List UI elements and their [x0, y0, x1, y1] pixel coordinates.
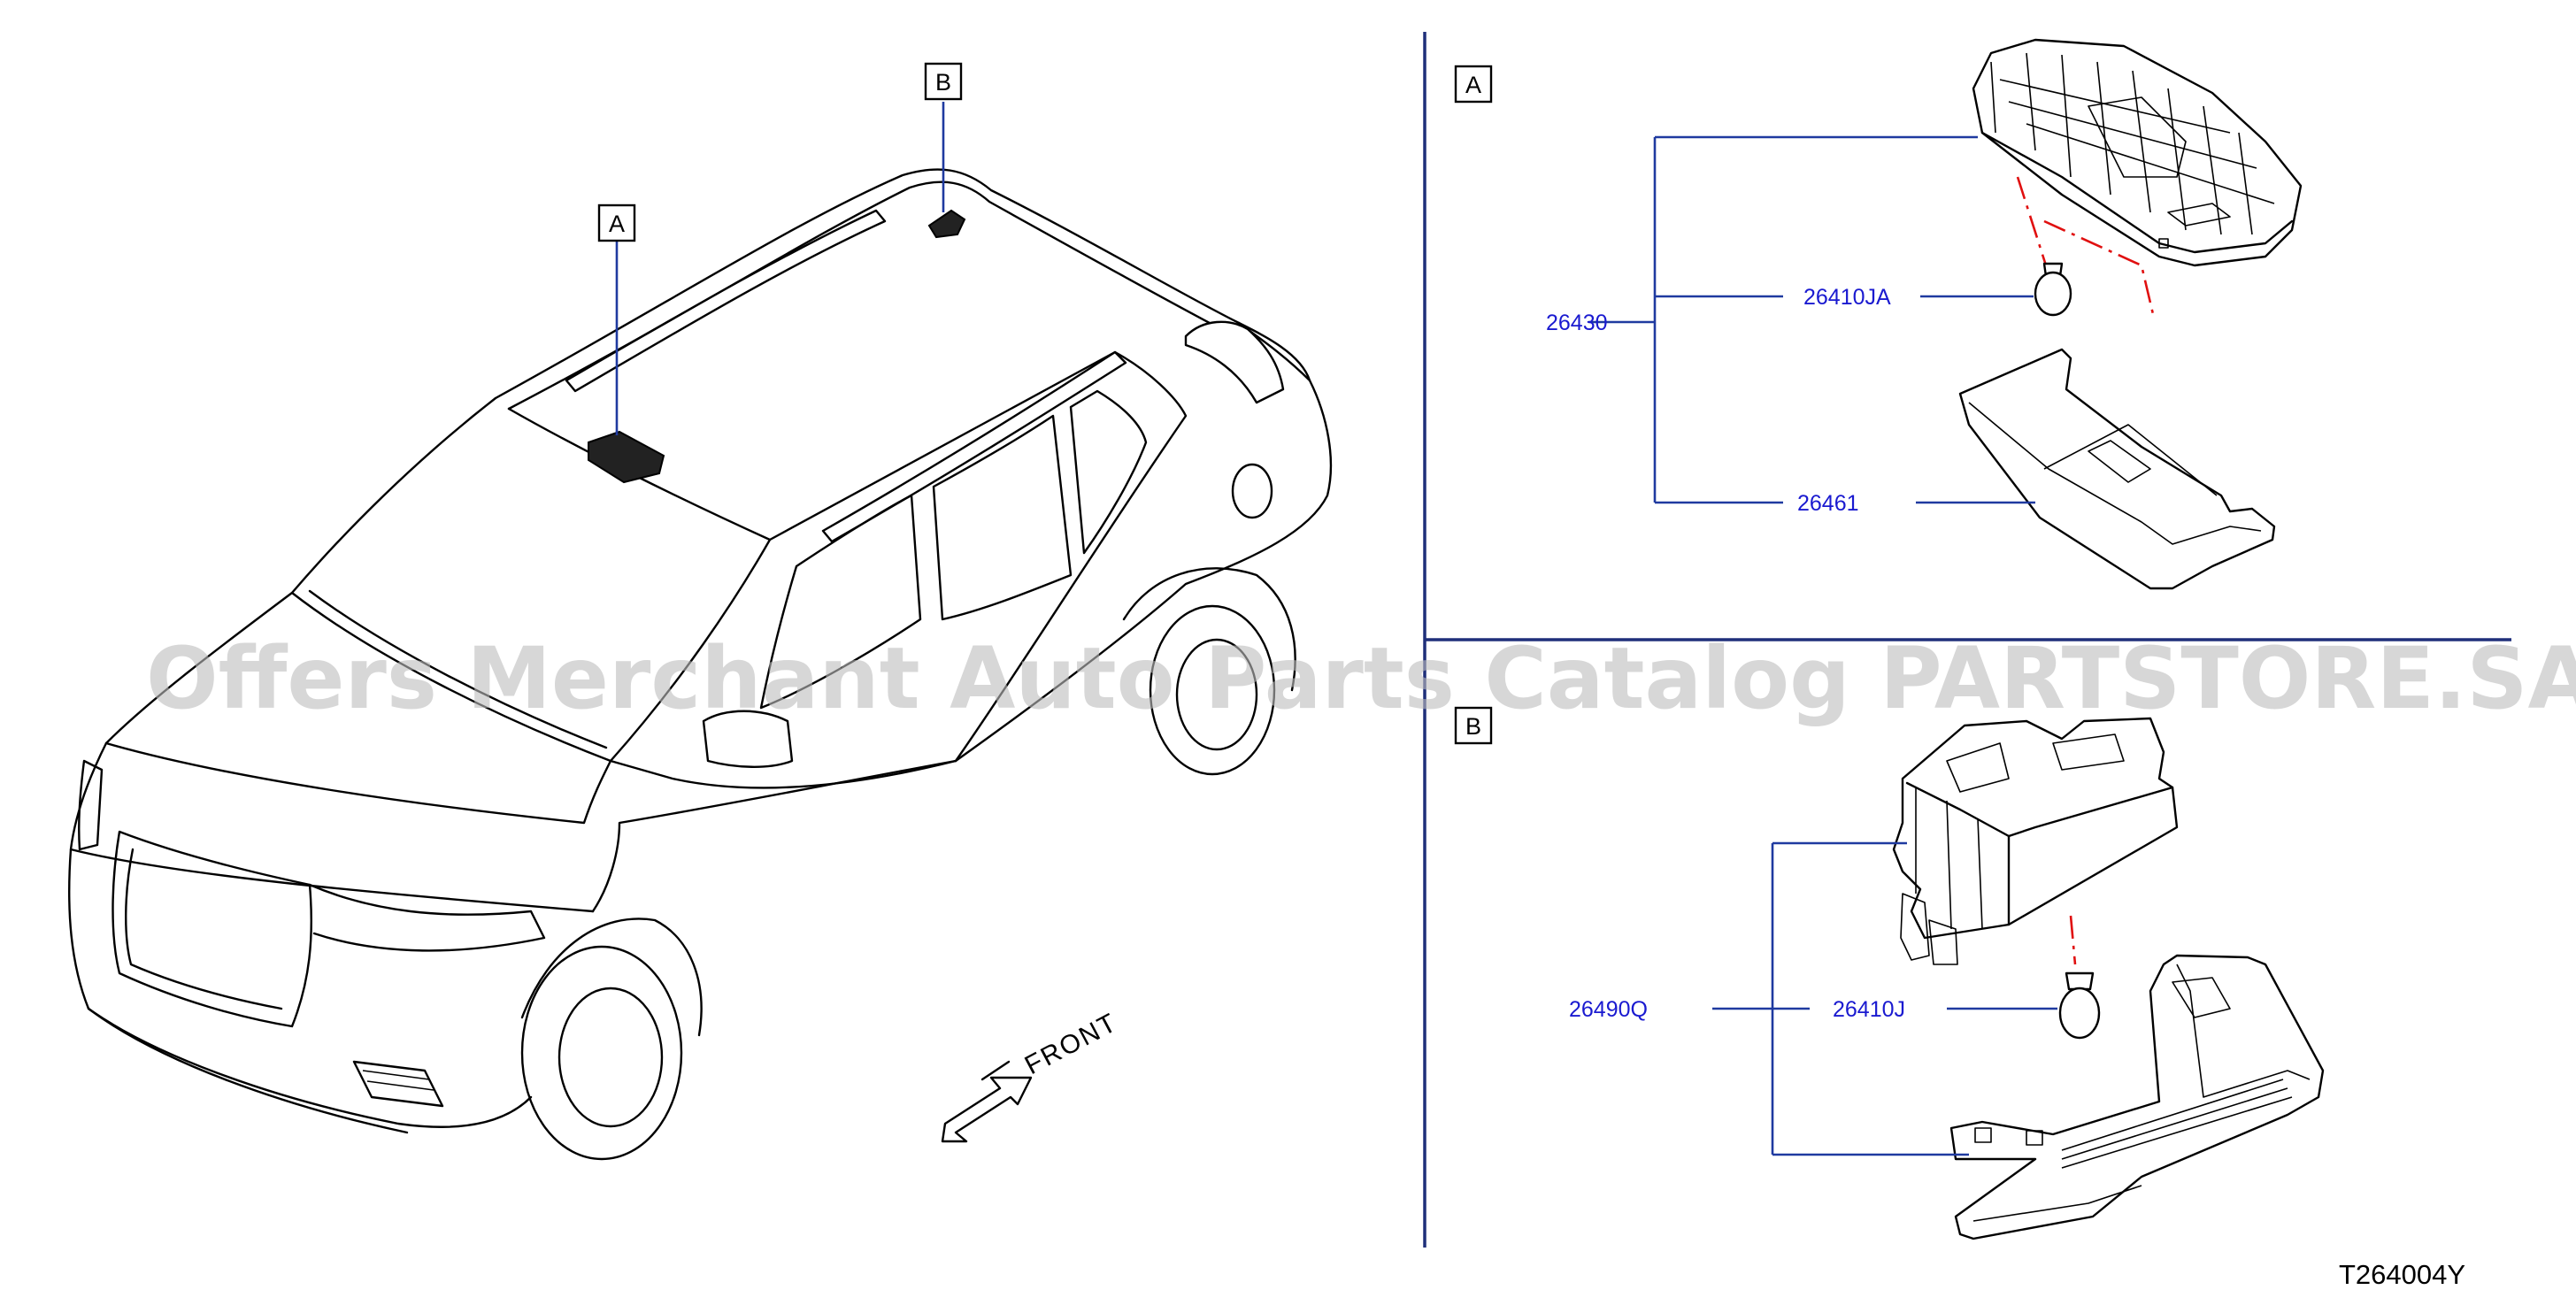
part-number-bulb-a[interactable]: 26410JA: [1803, 285, 1891, 310]
part-number-assembly-a[interactable]: 26430: [1546, 311, 1608, 335]
lamp-lens-b: [1949, 954, 2325, 1240]
car-overview: [68, 102, 1333, 1161]
lamp-lens-a: [1958, 348, 2276, 590]
part-number-bulb-b[interactable]: 26410J: [1833, 997, 1905, 1022]
car-callout-b: B: [924, 62, 963, 101]
cargo-lamp-housing: [1892, 717, 2179, 965]
front-direction-label: FRONT: [1020, 1008, 1123, 1080]
alignment-line-a1: [2016, 176, 2048, 266]
bulb-b: [2058, 971, 2101, 1040]
section-b-label: B: [1465, 713, 1481, 740]
bulb-a: [2034, 262, 2072, 317]
section-a-label: A: [1465, 72, 1481, 98]
part-number-assembly-b[interactable]: 26490Q: [1569, 997, 1648, 1022]
section-a-callout: A: [1454, 65, 1493, 104]
drawing-code: T264004Y: [2339, 1259, 2465, 1290]
watermark: Offers Merchant Auto Parts Catalog PARTS…: [146, 629, 2576, 728]
section-b-callout: B: [1454, 706, 1493, 745]
alignment-line-a2: [2043, 219, 2155, 315]
car-callout-b-label: B: [935, 69, 951, 96]
overhead-lamp-housing: [1972, 38, 2303, 267]
part-number-lens-a[interactable]: 26461: [1797, 491, 1859, 516]
car-callout-a: A: [597, 203, 636, 242]
alignment-line-b: [2069, 915, 2077, 965]
car-callout-a-label: A: [609, 211, 625, 237]
